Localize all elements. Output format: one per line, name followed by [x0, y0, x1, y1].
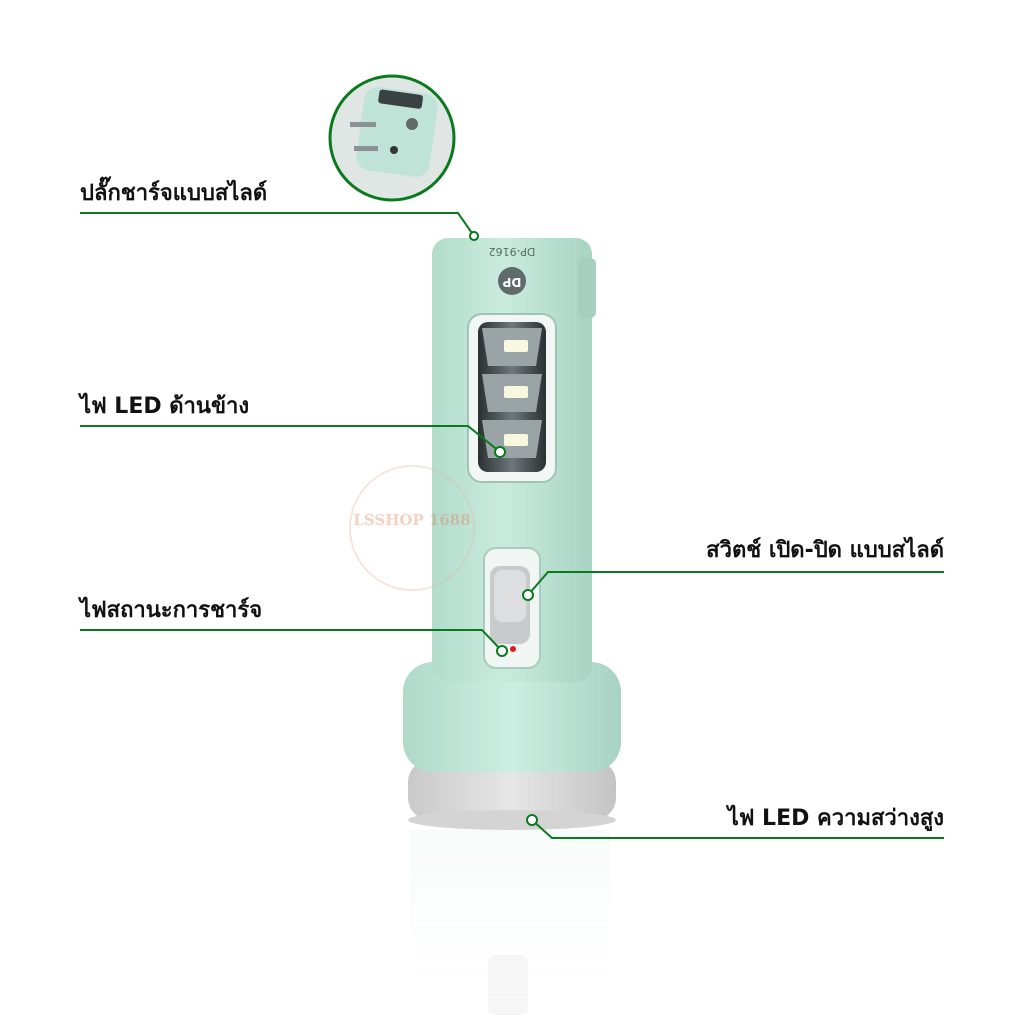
callout-line-charge-status: [80, 629, 503, 652]
callout-line-main-led: [531, 819, 944, 839]
plug-zoom-inset: [328, 74, 456, 202]
callout-main-led-label: ไฟ LED ความสว่างสูง: [727, 806, 944, 831]
callout-charge-status-label: ไฟสถานะการชาร์จ: [80, 598, 263, 623]
callout-line-plug: [80, 212, 475, 237]
flashlight-base: [403, 662, 621, 830]
side-led-1: [482, 328, 542, 366]
model-number: DP-9162: [489, 245, 536, 258]
side-led-2: [482, 374, 542, 412]
callout-lines: [80, 212, 944, 839]
svg-text:LSSHOP 1688: LSSHOP 1688: [353, 511, 470, 529]
brand-logo: DP: [498, 267, 526, 295]
callout-switch-label: สวิตช์ เปิด-ปิด แบบสไลด์: [706, 538, 944, 563]
charge-status-led: [510, 646, 516, 652]
callout-line-switch: [527, 571, 944, 596]
callout-side-led-label: ไฟ LED ด้านข้าง: [80, 394, 250, 419]
callout-line-side-led: [80, 425, 501, 453]
floor-reflection: [410, 830, 610, 1024]
callout-dots: [469, 231, 538, 826]
side-led-panel: [467, 313, 557, 483]
brand-mark: DP: [502, 275, 521, 289]
callout-plug-label: ปลั๊กชาร์จแบบสไลด์: [80, 181, 268, 206]
watermark: LSSHOP 1688: [349, 465, 475, 591]
side-led-3: [482, 420, 542, 458]
slide-switch: [483, 547, 541, 669]
